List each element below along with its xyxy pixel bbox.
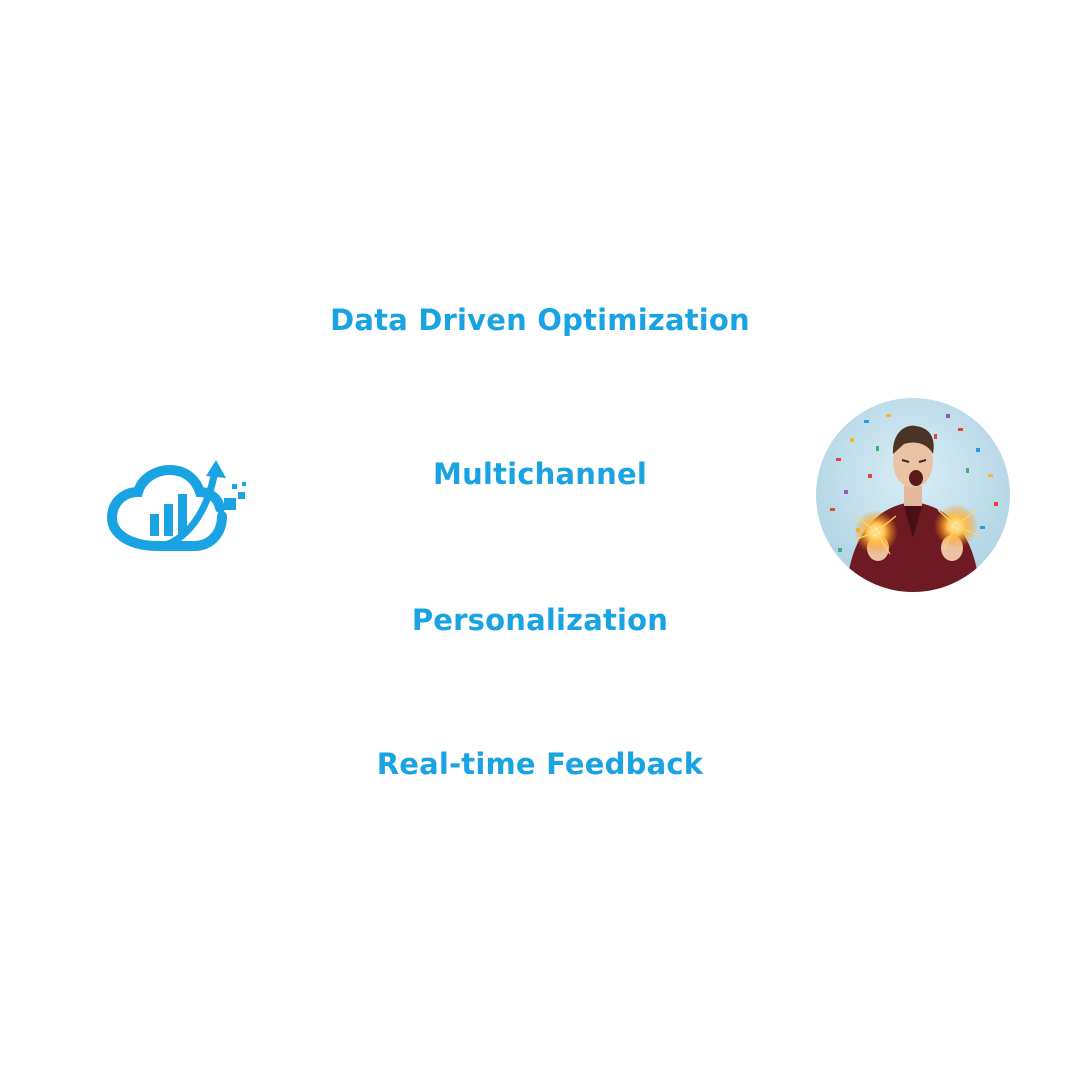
feature-data-driven-optimization: Data Driven Optimization: [330, 303, 750, 337]
cloud-growth-chart-icon: [106, 458, 250, 554]
feature-real-time-feedback: Real-time Feedback: [376, 747, 704, 781]
celebration-photo: [816, 398, 1010, 592]
feature-personalization: Personalization: [411, 603, 669, 637]
feature-multichannel: Multichannel: [433, 457, 647, 491]
